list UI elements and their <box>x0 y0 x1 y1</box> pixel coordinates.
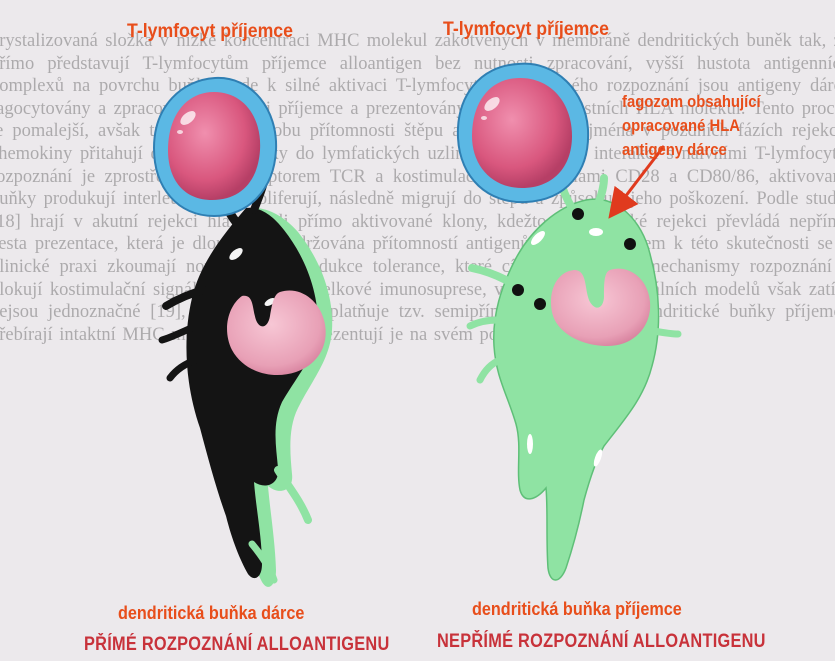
recipient-dendritic-cell <box>470 178 678 580</box>
indirect-recognition-caption: NEPŘÍMÉ ROZPOZNÁNÍ ALLOANTIGENU <box>437 631 766 653</box>
phagosome-label-line: opracované HLA <box>622 114 766 138</box>
donor-dendritic-cell <box>162 182 332 587</box>
t-cell-nucleus <box>168 92 260 200</box>
phagosome-label: fagozom obsahující opracované HLA antige… <box>622 90 766 162</box>
recipient-dc-dendrite <box>472 268 506 280</box>
recipient-dc-highlight <box>589 228 603 236</box>
recipient-t-cell-right <box>458 64 588 202</box>
t-cell-nucleus <box>472 78 572 188</box>
t-cell-highlight <box>481 116 487 120</box>
phagosome-label-line: fagozom obsahující <box>622 90 766 114</box>
recipient-dc-body <box>494 199 659 580</box>
phagosome-label-line: antigeny dárce <box>622 138 766 162</box>
recipient-dc-dendrite <box>598 178 604 204</box>
direct-recognition-caption: PŘÍMÉ ROZPOZNÁNÍ ALLOANTIGENU <box>84 634 390 656</box>
recipient-dc-highlight <box>527 434 533 454</box>
donor-dc-green-tail <box>278 470 308 520</box>
phagosome-dot <box>534 298 546 310</box>
t-cell-label-left: T-lymfocyt příjemce <box>127 21 293 43</box>
recipient-t-cell-left <box>154 78 276 216</box>
t-cell-highlight <box>177 130 183 134</box>
phagosome-dot <box>624 238 636 250</box>
recipient-dc-dendrite <box>648 330 678 334</box>
t-cell-label-right: T-lymfocyt příjemce <box>443 19 609 41</box>
phagosome-dot <box>512 284 524 296</box>
recipient-dc-label: dendritická buňka příjemce <box>472 599 682 620</box>
donor-dc-label: dendritická buňka dárce <box>118 603 304 624</box>
phagosome-dot <box>572 208 584 220</box>
